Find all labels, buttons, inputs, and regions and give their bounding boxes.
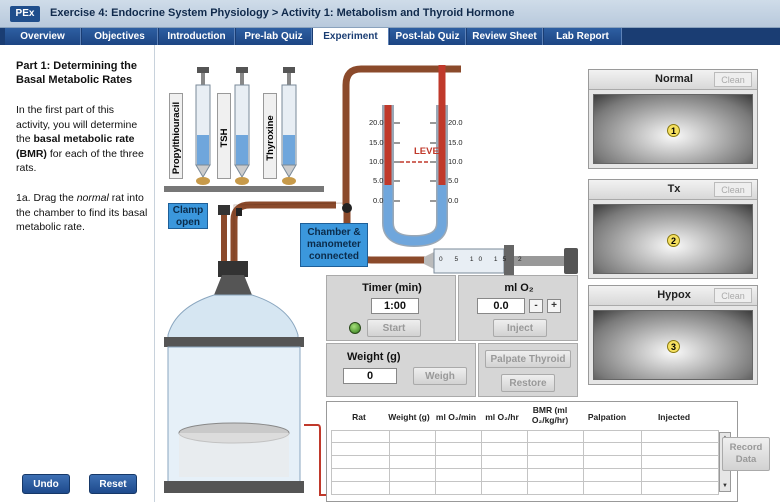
label-tsh: TSH (217, 93, 231, 179)
o2-label: ml O₂ (504, 282, 534, 294)
part-title: Part 1: Determining the Basal Metabolic … (16, 60, 138, 86)
scale-right-5: 5.0 (448, 176, 459, 185)
scroll-down-icon[interactable]: ▼ (722, 483, 728, 489)
table-row[interactable] (331, 482, 719, 495)
scale-left-5: 5.0 (373, 176, 384, 185)
col-palpation: Palpation (587, 412, 627, 422)
clamp-status-label[interactable]: Clamp open (168, 203, 208, 229)
bell-jar-icon (164, 261, 304, 493)
table-row[interactable] (331, 469, 719, 482)
instruction-step: 1a. Drag the normal rat into the chamber… (16, 192, 148, 233)
clean-normal-button[interactable]: Clean (714, 72, 752, 87)
chamber-tx[interactable]: Tx Clean 2 (588, 179, 758, 279)
scale-right-10: 10.0 (448, 157, 463, 166)
syringe-shelf (164, 186, 324, 192)
instruction-intro: In the first part of this activity, you … (16, 104, 144, 174)
chamber-normal[interactable]: Normal Clean 1 (588, 69, 758, 169)
col-o2-min: ml O₂/min (435, 412, 477, 422)
syringe-scale: 0 5 10 15 2 (439, 256, 527, 263)
scale-left-10: 10.0 (369, 157, 384, 166)
weight-label: Weight (g) (347, 351, 401, 363)
o2-display: 0.0 (477, 298, 525, 314)
oxygen-panel: ml O₂ 0.0 - + Inject (458, 275, 578, 341)
chamber-manometer-status-label[interactable]: Chamber & manometer connected (300, 223, 368, 267)
label-thyroxine: Thyroxine (263, 93, 277, 179)
weight-panel: Weight (g) 0 Weigh (326, 343, 476, 397)
start-button[interactable]: Start (367, 319, 421, 337)
scale-left-0: 0.0 (373, 196, 384, 205)
o2-minus-button[interactable]: - (529, 299, 543, 313)
title-bar: PEx Exercise 4: Endocrine System Physiol… (0, 0, 780, 28)
page-title: Exercise 4: Endocrine System Physiology … (50, 7, 515, 19)
rat-3-badge[interactable]: 3 (667, 340, 680, 353)
valve-icon (342, 203, 352, 213)
col-weight: Weight (g) (388, 412, 430, 422)
tab-post-lab-quiz[interactable]: Post-lab Quiz (390, 28, 466, 45)
scale-right-20: 20.0 (448, 118, 463, 127)
level-label: LEVEL (414, 146, 445, 157)
table-row[interactable] (331, 430, 719, 443)
tab-pre-lab-quiz[interactable]: Pre-lab Quiz (236, 28, 312, 45)
rat-1-badge[interactable]: 1 (667, 124, 680, 137)
scale-right-0: 0.0 (448, 196, 459, 205)
col-bmr: BMR (ml O₂/kg/hr) (531, 405, 569, 425)
col-rat: Rat (352, 412, 366, 422)
data-table: Rat Weight (g) ml O₂/min ml O₂/hr BMR (m… (326, 401, 738, 502)
col-injected: Injected (657, 412, 691, 422)
scale-left-20: 20.0 (369, 118, 384, 127)
col-o2-hr: ml O₂/hr (485, 412, 519, 422)
table-row[interactable] (331, 456, 719, 469)
tab-objectives[interactable]: Objectives (82, 28, 158, 45)
pex-logo: PEx (10, 6, 40, 22)
chamber-normal-label: Normal (655, 73, 693, 85)
tab-introduction[interactable]: Introduction (159, 28, 235, 45)
undo-button[interactable]: Undo (22, 474, 70, 494)
syringe-propylthiouracil-icon (195, 67, 211, 185)
weigh-button[interactable]: Weigh (413, 367, 467, 385)
tab-overview[interactable]: Overview (5, 28, 81, 45)
tab-experiment[interactable]: Experiment (313, 28, 389, 45)
timer-indicator-light (349, 322, 361, 334)
tab-bar: Overview Objectives Introduction Pre-lab… (0, 28, 780, 45)
syringe-tsh-icon (234, 67, 250, 185)
record-data-button[interactable]: Record Data (722, 437, 770, 471)
clean-tx-button[interactable]: Clean (714, 182, 752, 197)
measuring-syringe-icon (424, 245, 578, 277)
chamber-hypox[interactable]: Hypox Clean 3 (588, 285, 758, 385)
o2-plus-button[interactable]: + (547, 299, 561, 313)
palpate-thyroid-button[interactable]: Palpate Thyroid (485, 350, 571, 368)
experiment-area: Propylthiouracil TSH Thyroxine 20.0 15.0… (156, 45, 780, 502)
timer-display: 1:00 (371, 298, 419, 314)
scale-left-15: 15.0 (369, 138, 384, 147)
inject-button[interactable]: Inject (493, 319, 547, 337)
instructions-panel: Part 1: Determining the Basal Metabolic … (0, 45, 155, 502)
tab-review-sheet[interactable]: Review Sheet (467, 28, 543, 45)
reset-button[interactable]: Reset (89, 474, 137, 494)
manometer-tube-left (342, 65, 461, 205)
label-propylthiouracil: Propylthiouracil (169, 93, 183, 179)
table-row[interactable] (331, 443, 719, 456)
timer-panel: Timer (min) 1:00 Start (326, 275, 456, 341)
timer-label: Timer (min) (362, 282, 422, 294)
chamber-hypox-label: Hypox (657, 289, 691, 301)
manometer-scale (394, 122, 436, 202)
syringe-thyroxine-icon (281, 67, 297, 185)
restore-button[interactable]: Restore (501, 374, 555, 392)
tab-lab-report[interactable]: Lab Report (544, 28, 622, 45)
weight-display: 0 (343, 368, 397, 384)
clamp-icon (218, 205, 230, 215)
scale-right-15: 15.0 (448, 138, 463, 147)
palpate-panel: Palpate Thyroid Restore (478, 343, 578, 397)
chamber-tx-label: Tx (667, 183, 681, 195)
rat-2-badge[interactable]: 2 (667, 234, 680, 247)
clean-hypox-button[interactable]: Clean (714, 288, 752, 303)
